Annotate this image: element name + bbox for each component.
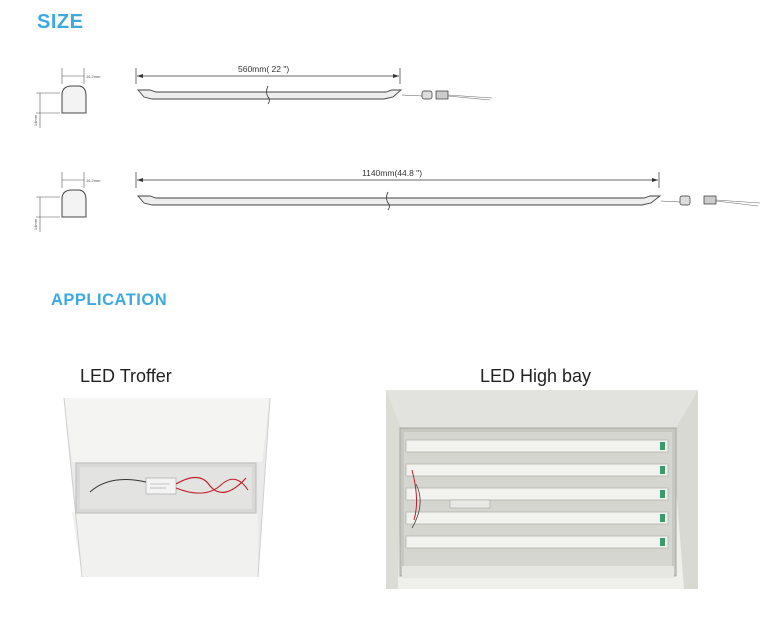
size-heading: SIZE [37, 11, 84, 33]
profile-width-label-1: 16.2mm [86, 74, 101, 79]
length-label-1: 560mm( 22 ") [238, 64, 290, 74]
tube-profile-drawing-1 [36, 68, 87, 128]
led-high-bay-photo [386, 390, 698, 589]
application-heading: APPLICATION [51, 291, 168, 309]
led-troffer-photo [63, 397, 271, 578]
led-troffer-title: LED Troffer [80, 366, 172, 386]
length-label-2: 1140mm(44.8 ") [362, 168, 423, 178]
tube-profile-drawing-2 [36, 172, 87, 232]
led-high-bay-title: LED High bay [480, 366, 592, 386]
profile-width-label-2: 16.2mm [86, 178, 101, 183]
tube-drawing-1140mm [135, 172, 761, 211]
tube-drawing-560mm [135, 68, 493, 105]
